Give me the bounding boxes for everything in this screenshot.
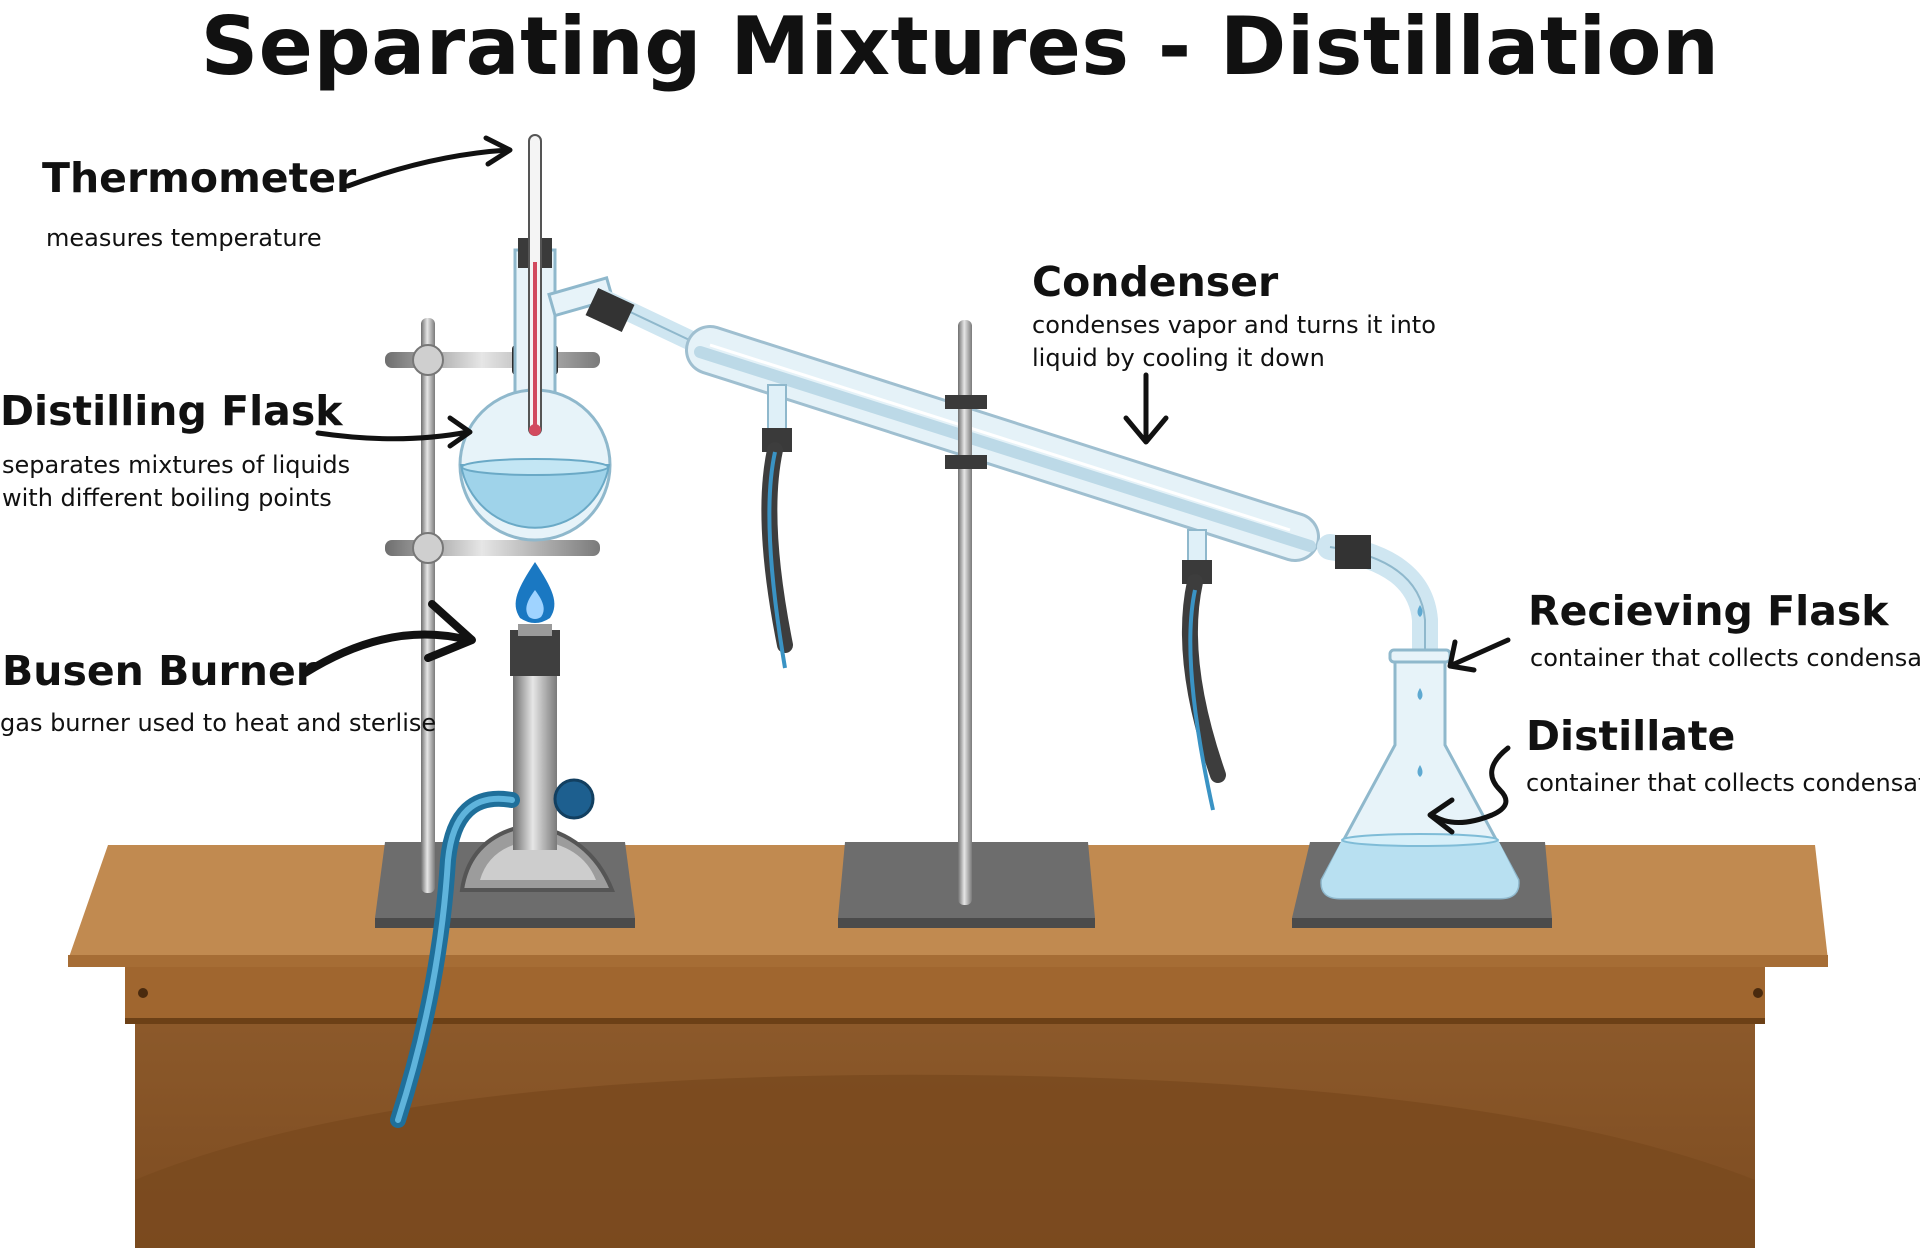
flask-side-arm xyxy=(547,276,615,318)
condenser-arrow xyxy=(1123,372,1169,445)
receiving-flask-label: Recieving Flask xyxy=(1528,587,1889,635)
table-shadow xyxy=(135,1074,1755,1248)
receiving-flask-rim xyxy=(1388,648,1452,664)
bunsen-burner xyxy=(390,562,615,1128)
middle-stand-clamp-upper xyxy=(945,395,987,409)
table-edge-line xyxy=(125,1018,1765,1024)
burner-flame-inner xyxy=(526,590,544,619)
condenser xyxy=(585,287,1320,811)
distilling-flask xyxy=(458,134,615,542)
receiving-flask-arrow xyxy=(1447,637,1511,673)
burner-base-inner xyxy=(480,840,596,880)
burner-tube xyxy=(513,665,557,850)
middle-stand-base-front xyxy=(838,918,1095,928)
receiving-setup xyxy=(1292,534,1552,928)
condenser-description-line1: condenses vapor and turns it into xyxy=(1032,311,1436,339)
right-stand-base-front xyxy=(1292,918,1552,928)
distillate-description: container that collects condensate xyxy=(1526,769,1920,797)
table-apron xyxy=(125,962,1765,1024)
connector-joint xyxy=(585,287,635,333)
left-stand-rod xyxy=(421,318,435,893)
burner-collar xyxy=(510,630,560,676)
upper-clamp-knob xyxy=(412,344,444,376)
thermometer-bulb xyxy=(529,424,541,436)
burner-valve-knob xyxy=(553,778,595,820)
burner-label: Busen Burner xyxy=(2,647,316,695)
water-inlet-hose-water xyxy=(767,451,787,669)
gas-hose-highlight xyxy=(395,795,515,1123)
adapter-joint xyxy=(1335,535,1371,569)
thermometer-arrow xyxy=(345,135,513,189)
ring-support-knob xyxy=(412,532,444,564)
distilling-flask-label: Distilling Flask xyxy=(0,387,343,435)
condenser-description-line2: liquid by cooling it down xyxy=(1032,344,1325,372)
drop-3 xyxy=(1417,765,1423,777)
condenser-label: Condenser xyxy=(1032,258,1279,306)
middle-stand xyxy=(838,320,1095,928)
thermometer-description: measures temperature xyxy=(46,224,322,252)
distillate-liquid xyxy=(1321,840,1519,898)
middle-stand-clamp-lower xyxy=(945,455,987,469)
distilling-flask-description-line2: with different boiling points xyxy=(2,484,332,512)
distillate-arrow xyxy=(1427,745,1511,835)
water-outlet-hose xyxy=(1181,574,1226,783)
distilling-flask-description-line1: separates mixtures of liquids xyxy=(2,451,351,479)
table-screw-left xyxy=(138,988,148,998)
distillate-surface xyxy=(1341,833,1499,847)
burner-description: gas burner used to heat and sterlise xyxy=(0,709,437,737)
left-stand-base-front xyxy=(375,918,635,928)
burner-collar-top xyxy=(518,624,552,636)
page-title: Separating Mixtures - Distillation xyxy=(200,0,1720,93)
distilling-flask-arrow xyxy=(315,415,473,449)
condenser-inner-highlight xyxy=(709,343,1291,532)
flask-liquid xyxy=(459,464,611,529)
condenser-inner-tube xyxy=(694,346,1316,552)
distillate-label: Distillate xyxy=(1526,712,1736,760)
thermometer-label: Thermometer xyxy=(42,154,357,202)
table-top-front xyxy=(68,955,1828,967)
burner-arrow xyxy=(301,600,476,677)
drop-2 xyxy=(1417,688,1423,700)
receiving-flask-description: container that collects condensate xyxy=(1530,644,1920,672)
annotation-arrows xyxy=(301,135,1511,835)
thermometer-mercury xyxy=(533,262,537,430)
drop-1 xyxy=(1417,605,1423,617)
flask-liquid-surface xyxy=(461,458,609,476)
water-inlet-tube xyxy=(767,384,787,436)
water-outlet-hose-water xyxy=(1188,589,1215,811)
table-screw-right xyxy=(1753,988,1763,998)
